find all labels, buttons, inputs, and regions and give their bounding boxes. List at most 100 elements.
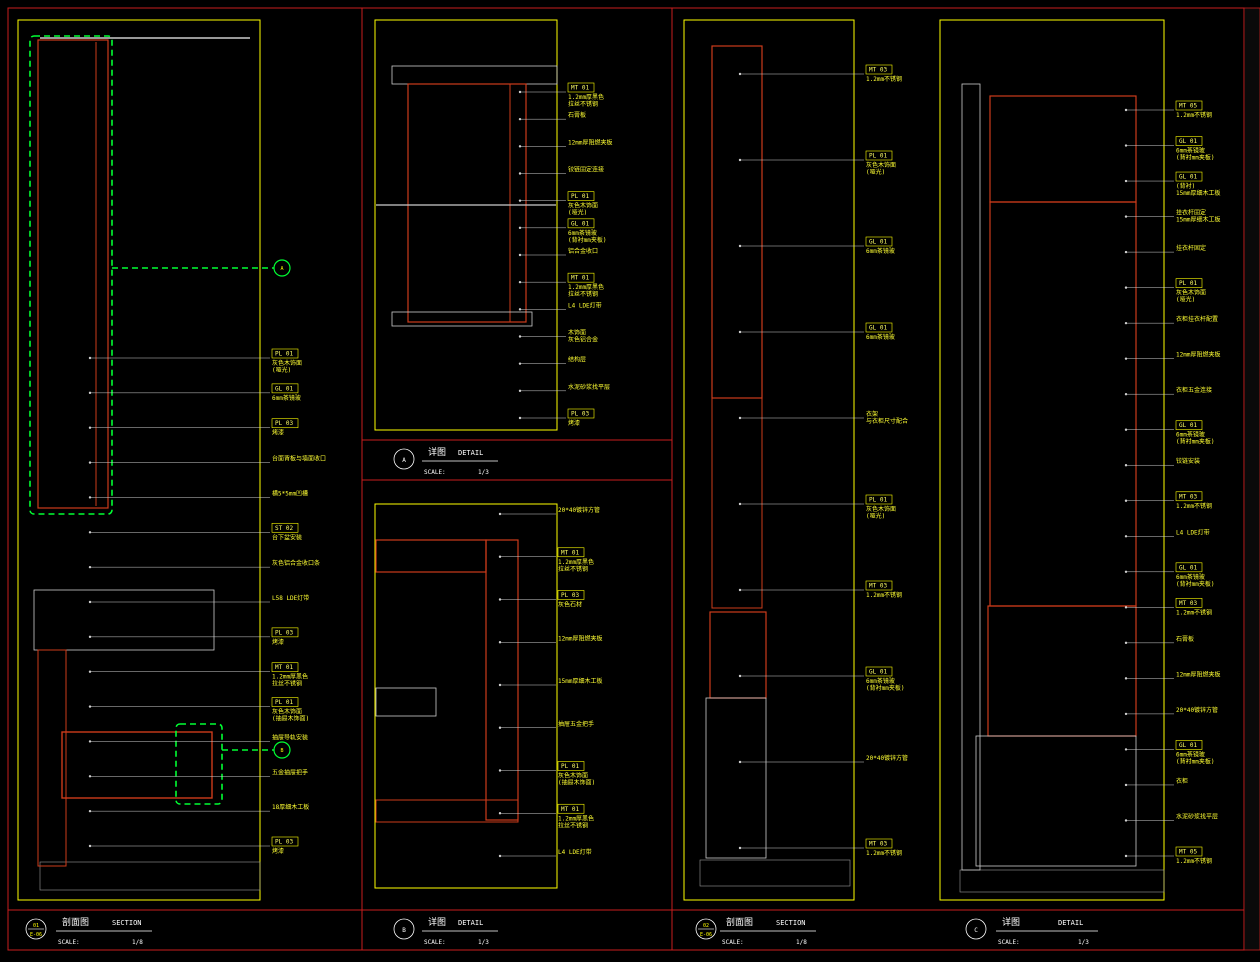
p1-callout-text: 6mm茶镜玻 <box>272 394 301 402</box>
p5-title-cn: 详图 <box>1002 916 1020 928</box>
sheet-frame <box>7 7 1245 951</box>
p2-leader-dot <box>518 416 522 420</box>
p3-callout-tag: MT 01 <box>561 549 579 556</box>
p3-leader-dot <box>498 854 502 858</box>
p4-callout-text: 灰色木饰面 <box>866 505 896 513</box>
p5-callout-text: 铰链安装 <box>1176 457 1200 465</box>
p3-tag-box <box>557 547 585 558</box>
p1-tag-box <box>271 662 299 673</box>
p1-title-en: SECTION <box>112 919 142 927</box>
p2-leader-dot <box>518 199 522 202</box>
p3-leader-dot <box>498 598 502 601</box>
p4-callout-text: (背衬mm夹板) <box>866 684 904 692</box>
p5-callout-tag: GL 01 <box>1179 174 1197 181</box>
p2-callout-text: 6mm茶镜玻 <box>568 229 597 237</box>
p4-callout-tag: GL 01 <box>869 325 887 332</box>
p1-callout-text: 台面背板与墙面收口 <box>272 455 326 463</box>
p2-callout-text: 铰链固定连接 <box>568 166 604 174</box>
p1-leader-dot <box>88 775 92 778</box>
p3-callout-text: 灰色石材 <box>558 601 582 609</box>
p4-title-en: SECTION <box>776 919 806 927</box>
p5-main <box>989 201 1137 607</box>
p5-leader-dot <box>1124 321 1128 325</box>
p2-tag-box <box>567 272 595 283</box>
p5-tag-box <box>1175 846 1203 857</box>
p1-leader-dot <box>88 705 92 708</box>
p5-lower <box>975 735 1137 867</box>
p2-marker-circle <box>393 448 415 470</box>
p2-leader-dot <box>518 335 522 338</box>
p1-detail-mark <box>273 741 291 759</box>
p5-floor <box>959 869 1165 893</box>
p5-leader-dot <box>1124 392 1128 396</box>
p1-callout-text: 台下盆安装 <box>272 533 302 541</box>
p5-callout-tag: GL 01 <box>1179 138 1197 145</box>
p4-leader-dot <box>738 72 742 76</box>
p5-leader-dot <box>1124 464 1128 467</box>
p2-leader-dot <box>518 90 522 94</box>
p3-callout-text: 1.2mm厚黑色 <box>558 814 594 822</box>
p5-callout-tag: GL 01 <box>1179 564 1197 571</box>
p3-tag-box <box>557 803 585 814</box>
p4-frame <box>683 19 855 901</box>
p5-tag-box <box>1175 598 1203 608</box>
p3-callout-text: 1.2mm厚黑色 <box>558 558 594 566</box>
p5-callout-text: (背衬) <box>1176 182 1195 190</box>
p4-leader-dot <box>738 244 742 248</box>
p3-callout-text: 灰色木饰面 <box>558 772 588 780</box>
p5-callout-text: 挂衣杆固定 <box>1176 244 1206 252</box>
p2-scale: 1/3 <box>478 469 489 476</box>
p4-leader-dot <box>738 846 742 850</box>
p2-leader-dot <box>518 389 522 393</box>
p5-callout-tag: MT 03 <box>1179 600 1197 607</box>
p5-scale-label: SCALE: <box>998 939 1020 946</box>
p1-tag-box <box>271 383 299 394</box>
p4-upper <box>711 45 763 399</box>
p5-leader-dot <box>1124 215 1128 218</box>
p4-callout-text: (哑光) <box>866 512 885 520</box>
p1-callout-text: 横5*5mm凹槽 <box>272 489 308 497</box>
p2-callout-text: 12mm厚阻燃夹板 <box>568 138 612 146</box>
p1-callout-text: 抽屉导轨安装 <box>272 733 308 741</box>
p3-side <box>485 539 519 821</box>
p2-leader-dot <box>518 362 522 365</box>
p4-marker-ref: E-06 <box>700 932 712 938</box>
p4-hang <box>711 397 763 609</box>
p1-tag-box <box>271 348 299 359</box>
p2-tag-box <box>567 218 595 229</box>
p1-leader-dot <box>88 809 92 813</box>
p4-scale: 1/8 <box>796 939 807 946</box>
p1-callout-text: 1.2mm厚黑色 <box>272 673 308 681</box>
p1-leader-dot <box>88 426 92 429</box>
p3-frame <box>374 503 558 889</box>
p5-callout-text: 20*40镀锌方管 <box>1176 706 1218 714</box>
p5-leader-dot <box>1124 428 1128 431</box>
p2-frame <box>374 19 558 431</box>
p3-scale: 1/3 <box>478 939 489 946</box>
p3-title-cn: 详图 <box>428 916 446 928</box>
p5-callout-text: 水泥砂浆找平层 <box>1176 812 1218 820</box>
p4-tag-box <box>865 64 893 75</box>
p1-leader-dot <box>88 461 92 464</box>
p4-callout-text: 1.2mm不锈钢 <box>866 849 902 857</box>
p2-callout-text: 烤漆 <box>568 419 580 427</box>
p1-scale: 1/8 <box>132 939 143 946</box>
p5-callout-text: 6mm茶镜玻 <box>1176 750 1205 758</box>
p5-callout-text: 6mm茶镜玻 <box>1176 431 1205 439</box>
p4-callout-text: 衣架 <box>866 410 878 418</box>
p1-callout-tag: PL 03 <box>275 420 293 427</box>
p5-leader-dot <box>1124 250 1128 254</box>
p5-callout-text: 衣柜五金连接 <box>1176 386 1212 394</box>
p5-leader-dot <box>1124 144 1128 147</box>
p1-leader-dot <box>88 531 92 534</box>
p1-basin <box>33 589 215 651</box>
p1-marker-ref: E-06 <box>30 932 42 938</box>
p1-callout-tag: MT 01 <box>275 664 293 671</box>
p5-leader-dot <box>1124 108 1128 112</box>
p3-callout-tag: PL 01 <box>561 763 579 770</box>
p4-leader-dot <box>738 416 742 420</box>
p4-base <box>709 611 767 699</box>
p5-callout-tag: PL 01 <box>1179 280 1197 287</box>
p2-callout-text: 拉丝不锈钢 <box>568 290 598 298</box>
